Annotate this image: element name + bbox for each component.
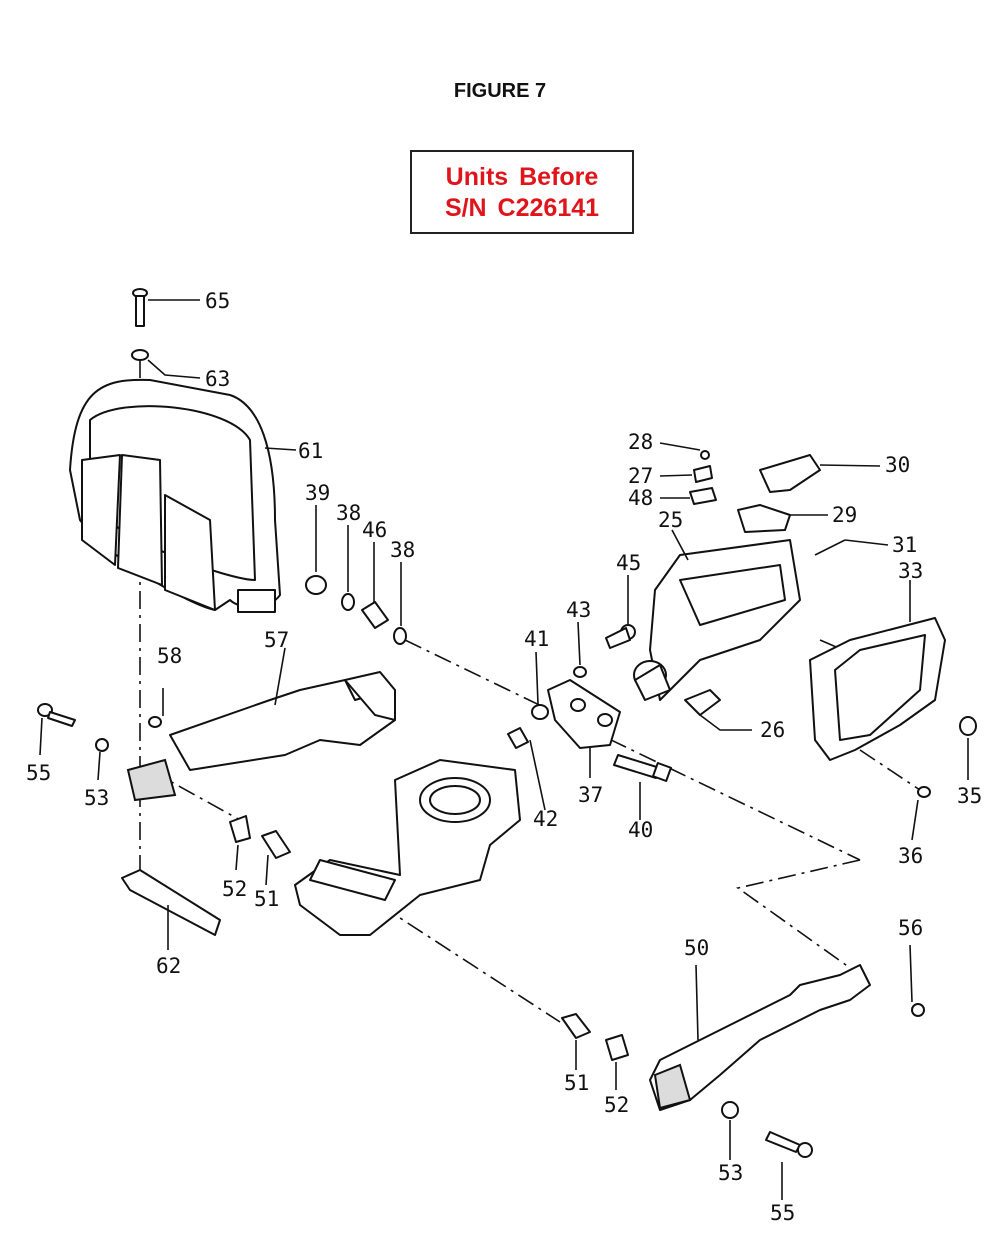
label-55-left: 55 (26, 761, 51, 785)
label-37: 37 (578, 783, 603, 807)
part-51-collar-left (261, 830, 291, 886)
label-56: 56 (898, 916, 923, 940)
part-31-spring (814, 539, 889, 556)
label-46: 46 (362, 518, 387, 542)
part-52-damper-right (605, 1034, 629, 1090)
part-38-washer-b (393, 562, 407, 645)
label-33: 33 (898, 559, 923, 583)
serial-number-notice: Units Before S/N C226141 (410, 150, 634, 234)
label-62: 62 (156, 954, 181, 978)
label-53-right: 53 (718, 1161, 743, 1185)
label-36: 36 (898, 844, 923, 868)
part-30-lever (759, 454, 881, 493)
part-42-pin (507, 727, 546, 811)
label-29: 29 (832, 503, 857, 527)
label-26: 26 (760, 718, 785, 742)
part-65-screw (132, 288, 200, 327)
label-38-b: 38 (390, 538, 415, 562)
part-53-washer-right (721, 1101, 739, 1160)
part-55-bolt-right (765, 1131, 813, 1200)
label-51-right: 51 (564, 1071, 589, 1095)
part-57-plate (169, 647, 396, 771)
label-52-right: 52 (604, 1093, 629, 1117)
part-housing-center (294, 759, 521, 936)
label-45: 45 (616, 551, 641, 575)
label-52-left: 52 (222, 877, 247, 901)
part-62-plate (121, 869, 221, 950)
label-40: 40 (628, 818, 653, 842)
label-27: 27 (628, 464, 653, 488)
part-40-bolt (613, 754, 672, 820)
label-39: 39 (305, 481, 330, 505)
part-43-washer (573, 621, 587, 678)
part-25-rear-handle (633, 529, 801, 701)
part-51-collar-right (561, 1013, 591, 1070)
label-55-right: 55 (770, 1201, 795, 1225)
part-41-nut (531, 651, 549, 720)
label-48: 48 (628, 486, 653, 510)
part-36-screw (911, 786, 931, 841)
label-35: 35 (957, 784, 982, 808)
part-number-labels: 65 63 61 39 38 46 38 28 27 48 30 25 29 3… (26, 289, 982, 1225)
label-51-left: 51 (254, 887, 279, 911)
label-50: 50 (684, 936, 709, 960)
part-38-washer-a (341, 525, 355, 611)
part-45-bolt (605, 575, 636, 649)
label-30: 30 (885, 453, 910, 477)
part-53-washer-left (95, 738, 109, 781)
label-41: 41 (524, 627, 549, 651)
label-53-left: 53 (84, 786, 109, 810)
label-42: 42 (533, 807, 558, 831)
part-39-bushing (305, 505, 327, 595)
part-28-screw (659, 442, 710, 460)
part-56-screw (909, 944, 925, 1017)
part-52-damper-left (229, 815, 251, 871)
part-55-bolt-left (37, 703, 76, 756)
figure-title: FIGURE 7 (453, 80, 547, 102)
part-33-cover (809, 580, 946, 761)
bracket-left (126, 758, 177, 802)
notice-line-1: Units Before (445, 163, 599, 191)
part-35-cap (959, 716, 977, 780)
part-61-hand-guard (69, 378, 297, 613)
part-48-plate (660, 487, 717, 505)
label-58: 58 (157, 644, 182, 668)
part-27-part (659, 465, 713, 483)
label-38-a: 38 (336, 501, 361, 525)
part-26-cable-clip (684, 689, 752, 731)
label-43: 43 (566, 598, 591, 622)
notice-line-2: S/N C226141 (444, 194, 600, 222)
part-63-washer (131, 349, 201, 379)
label-28: 28 (628, 430, 653, 454)
label-61: 61 (298, 439, 323, 463)
part-58-screw (148, 688, 164, 728)
label-25: 25 (658, 508, 683, 532)
part-29-trigger (737, 504, 828, 533)
part-46-collar (361, 542, 389, 629)
label-31: 31 (892, 533, 917, 557)
part-50-lower-bracket (649, 964, 871, 1111)
label-57: 57 (264, 628, 289, 652)
part-37-block (547, 679, 621, 778)
label-65: 65 (205, 289, 230, 313)
label-63: 63 (205, 367, 230, 391)
